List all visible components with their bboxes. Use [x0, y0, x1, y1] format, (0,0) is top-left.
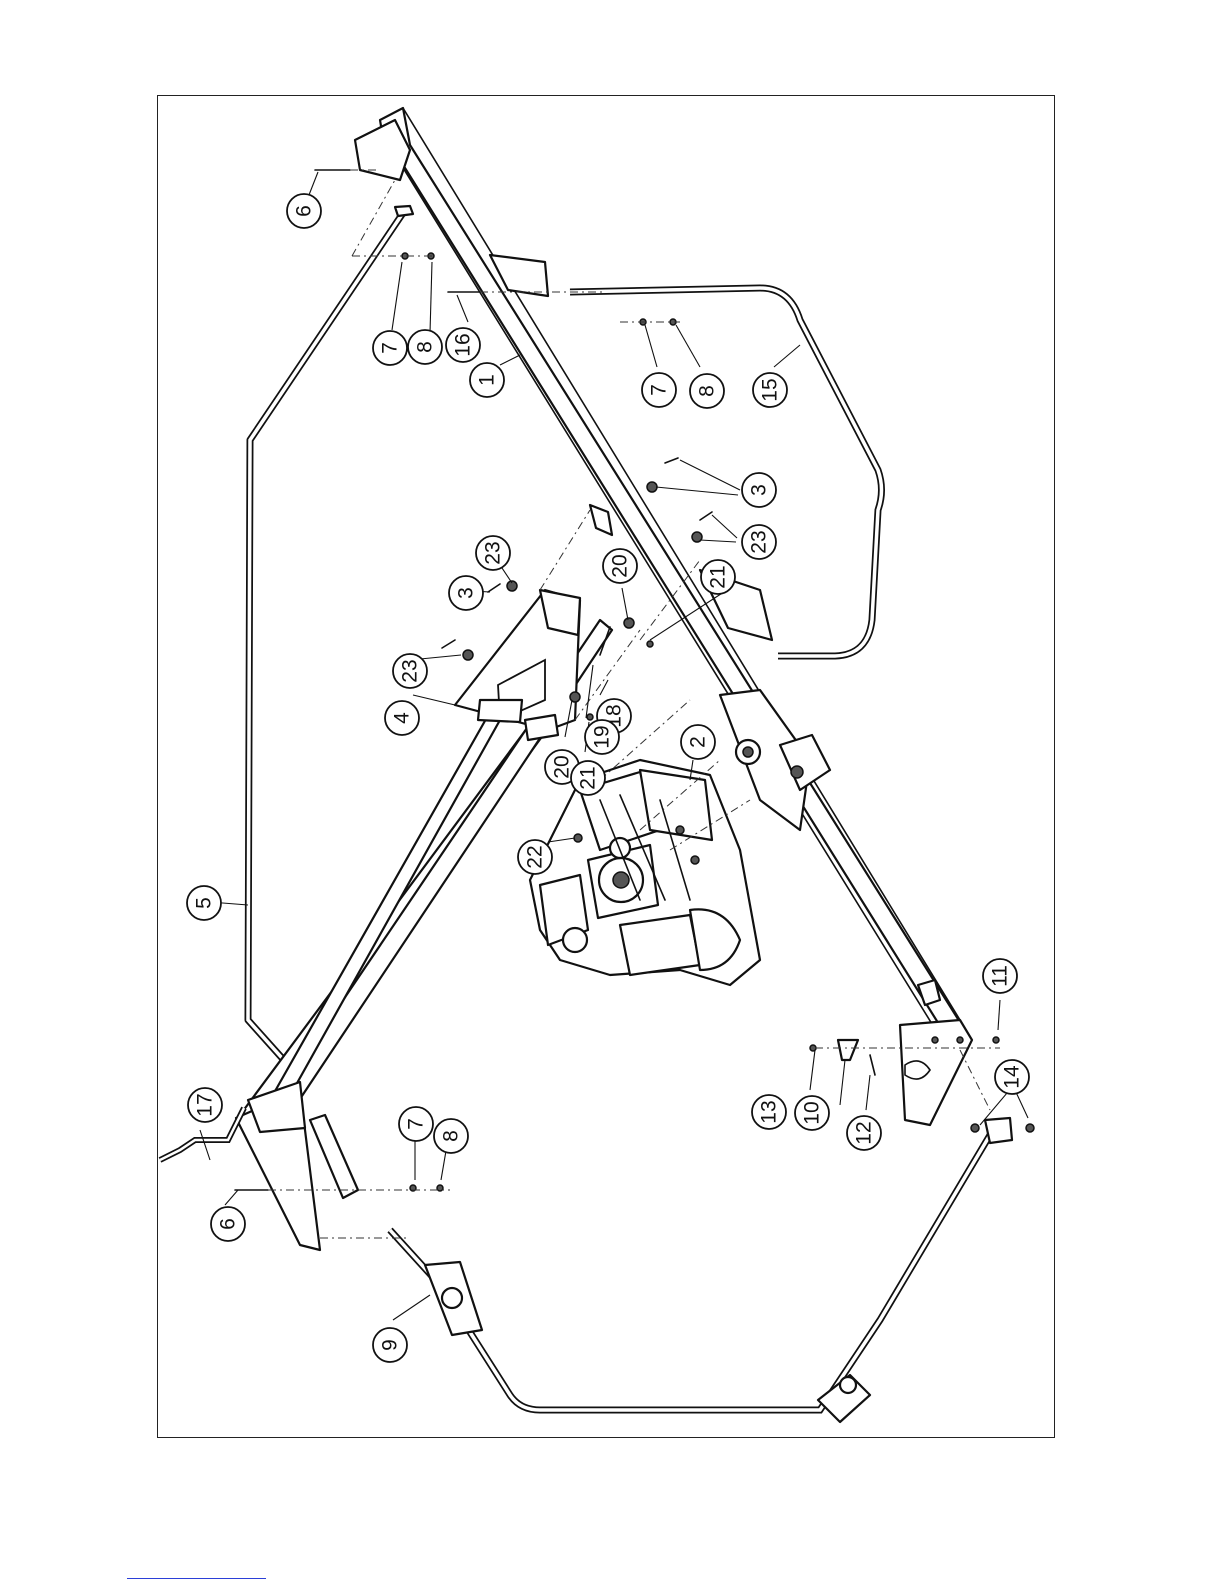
callout-number: 1	[476, 374, 499, 386]
callout-number: 21	[577, 766, 600, 789]
callout-number: 13	[758, 1100, 781, 1123]
callout-number: 3	[455, 587, 478, 599]
callout-c23a: 23	[476, 536, 510, 570]
callout-number: 20	[609, 554, 632, 577]
callout-c23c: 23	[393, 654, 427, 688]
callout-number: 7	[648, 384, 671, 396]
callout-c12: 12	[847, 1116, 881, 1150]
callout-c21a: 21	[701, 560, 735, 594]
callout-number: 19	[591, 725, 614, 748]
callout-number: 8	[440, 1130, 463, 1142]
callout-number: 20	[551, 755, 574, 778]
callout-number: 7	[379, 342, 402, 354]
callout-number: 5	[193, 897, 216, 909]
callout-c3b: 3	[449, 576, 483, 610]
callout-c1: 1	[470, 363, 504, 397]
callout-number: 11	[989, 965, 1012, 987]
callout-c19: 19	[585, 720, 619, 754]
callout-number: 17	[194, 1093, 217, 1116]
callout-number: 7	[405, 1118, 428, 1130]
gear-motor-assembly	[530, 760, 760, 985]
mounting-plate	[455, 590, 580, 740]
callout-c20a: 20	[603, 549, 637, 583]
callout-c8b: 8	[690, 374, 724, 408]
callout-number: 16	[452, 333, 475, 356]
callout-c14: 14	[995, 1060, 1029, 1094]
callout-number: 23	[399, 659, 422, 682]
callout-c3a: 3	[742, 473, 776, 507]
callout-c16: 16	[446, 328, 480, 362]
callout-c22: 22	[518, 840, 552, 874]
callout-c6b: 6	[211, 1207, 245, 1241]
callout-c15: 15	[753, 373, 787, 407]
callout-c8c: 8	[434, 1119, 468, 1153]
callout-c23b: 23	[742, 525, 776, 559]
callout-c5: 5	[187, 886, 221, 920]
callout-c13: 13	[752, 1095, 786, 1129]
callout-c6a: 6	[287, 194, 321, 228]
assembly-lines	[268, 170, 1000, 1238]
callout-c11: 11	[983, 959, 1017, 993]
callout-number: 12	[853, 1121, 876, 1144]
callout-number: 14	[1001, 1065, 1024, 1089]
callout-c7a: 7	[373, 331, 407, 365]
callout-number: 15	[759, 378, 782, 401]
callout-number: 6	[293, 205, 316, 217]
callout-c2: 2	[681, 725, 715, 759]
callout-number: 22	[524, 845, 547, 868]
callout-c8a: 8	[408, 330, 442, 364]
callout-c7c: 7	[399, 1107, 433, 1141]
callout-number: 8	[414, 341, 437, 353]
callout-number: 10	[801, 1101, 824, 1124]
footer-rule	[127, 1578, 266, 1579]
callout-number: 21	[707, 565, 730, 588]
callout-c7b: 7	[642, 373, 676, 407]
callout-c9: 9	[373, 1328, 407, 1362]
callout-c21b: 21	[571, 761, 605, 795]
callout-number: 23	[482, 541, 505, 564]
callout-c17: 17	[188, 1088, 222, 1122]
callout-number: 9	[379, 1339, 402, 1351]
callout-number: 4	[391, 712, 414, 724]
lower-rail	[390, 1118, 1012, 1422]
callout-c4: 4	[385, 701, 419, 735]
callout-number: 2	[687, 736, 710, 748]
callout-c10: 10	[795, 1096, 829, 1130]
callout-number: 8	[696, 385, 719, 397]
main-frame-beam	[355, 108, 972, 1125]
callout-number: 23	[748, 530, 771, 553]
callout-number: 6	[217, 1218, 240, 1230]
callout-number: 3	[748, 484, 771, 496]
